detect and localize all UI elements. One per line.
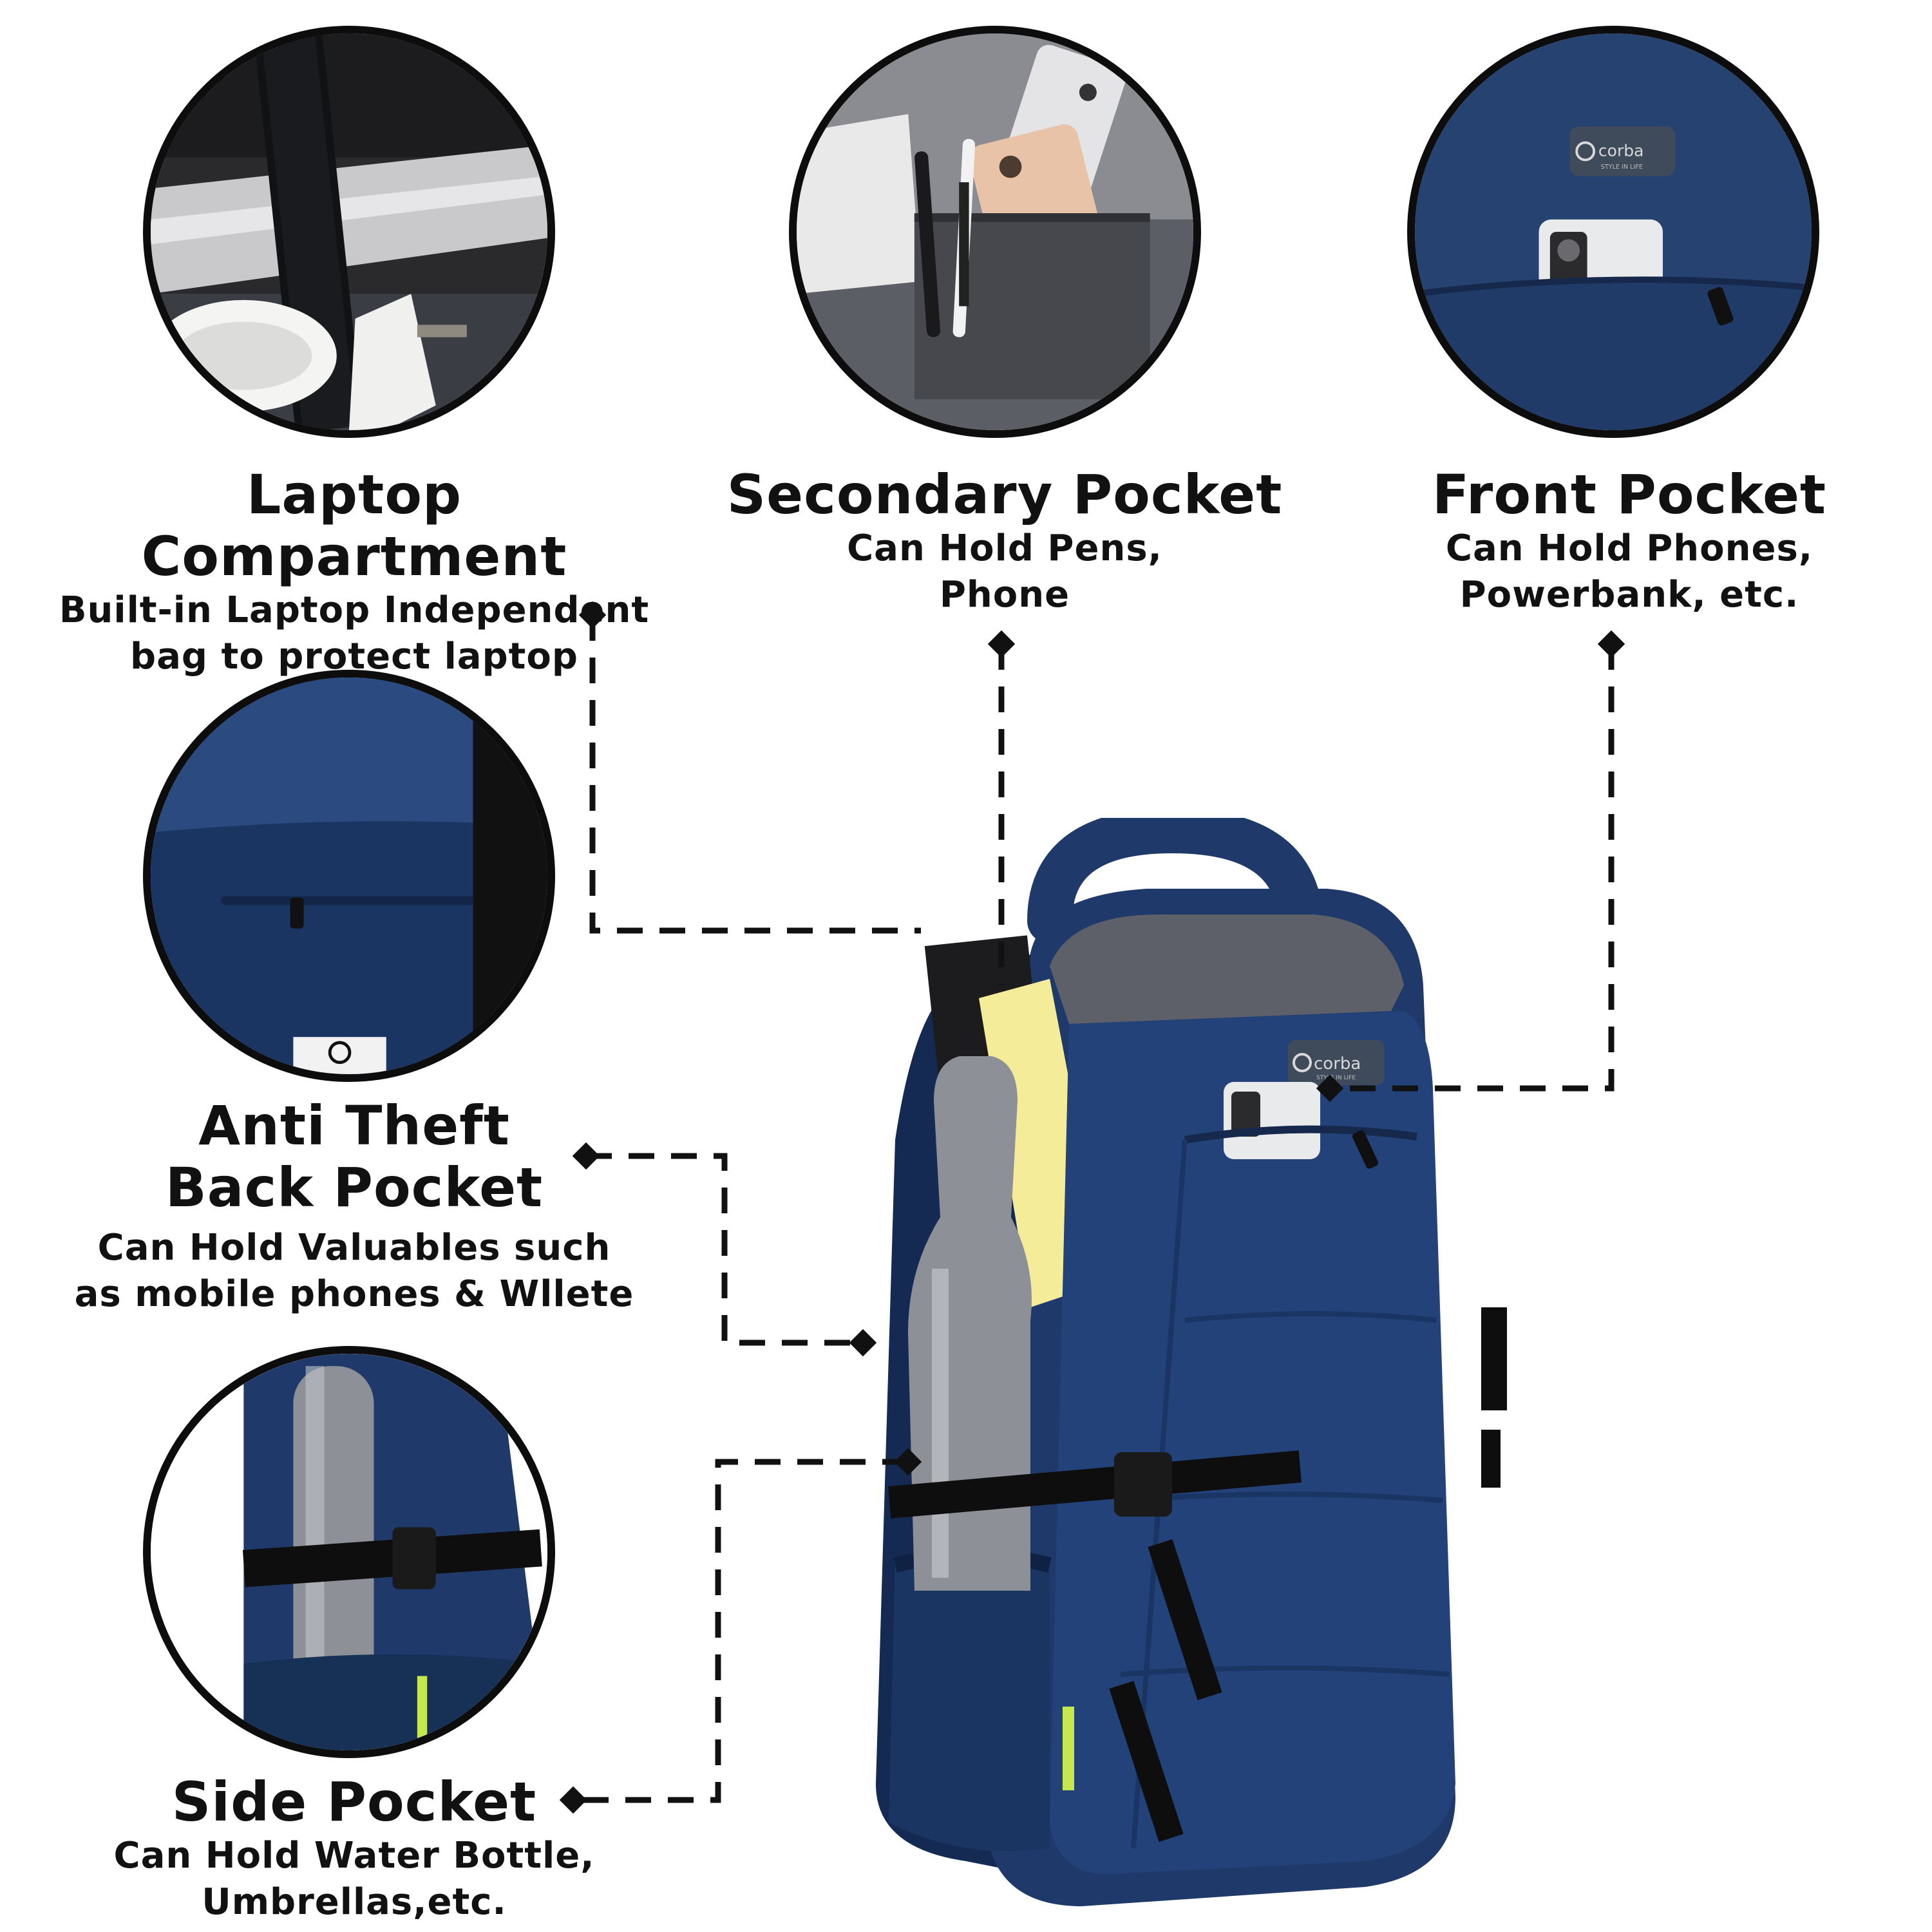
front-pocket-desc-line1: Can Hold Phones, bbox=[1445, 527, 1814, 569]
front-pocket-photo: corba STYLE IN LIFE bbox=[1407, 26, 1819, 438]
anti-theft-feature: Anti Theft Back Pocket Can Hold Valuable… bbox=[52, 1095, 657, 1318]
secondary-pocket-illustration bbox=[797, 33, 1193, 430]
zipper-pull-icon bbox=[1352, 1130, 1379, 1169]
secondary-pocket-feature: Secondary Pocket Can Hold Pens, Phone bbox=[708, 464, 1301, 618]
secondary-pocket-desc-line1: Can Hold Pens, bbox=[847, 527, 1162, 569]
side-pocket-desc-line1: Can Hold Water Bottle, bbox=[113, 1835, 595, 1877]
secondary-pocket-title: Secondary Pocket bbox=[726, 463, 1283, 526]
front-patch-brand: corba bbox=[1314, 1054, 1361, 1074]
laptop-compartment-desc-line1: Built-in Laptop Independent bbox=[59, 589, 650, 631]
side-logo-tag bbox=[1063, 1707, 1074, 1790]
laptop-compartment-illustration bbox=[151, 33, 547, 430]
anti-theft-desc-line2: as mobile phones & Wllete bbox=[74, 1273, 634, 1315]
front-pocket-zipper bbox=[1184, 1125, 1417, 1144]
front-pocket-illustration: corba STYLE IN LIFE bbox=[1415, 33, 1812, 430]
brand-patch bbox=[1569, 126, 1676, 176]
side-pocket-desc-line2: Umbrellas,etc. bbox=[202, 1881, 507, 1923]
open-compartment bbox=[1050, 914, 1404, 1024]
laptop-compartment-photo bbox=[143, 26, 555, 438]
patch-brand-text: corba bbox=[1598, 142, 1644, 160]
laptop-compartment-feature: Laptop Compartment Built-in Laptop Indep… bbox=[26, 464, 683, 680]
compression-strap bbox=[888, 1450, 1302, 1519]
secondary-callout-marker bbox=[987, 630, 1016, 658]
side-pocket-feature: Side Pocket Can Hold Water Bottle, Umbre… bbox=[52, 1771, 657, 1926]
anti-theft-pocket-photo bbox=[143, 670, 555, 1082]
laptop-compartment-title: Laptop Compartment bbox=[141, 463, 567, 588]
secondary-pocket-desc-line2: Phone bbox=[939, 574, 1070, 616]
laptop-compartment-desc-line2: bag to protect laptop bbox=[130, 636, 578, 677]
secondary-pocket-photo bbox=[789, 26, 1201, 438]
patch-tagline-text: STYLE IN LIFE bbox=[1601, 164, 1643, 171]
anti-theft-pocket-illustration bbox=[151, 677, 547, 1074]
front-panel bbox=[1050, 1011, 1455, 1874]
side-pocket-title: Side Pocket bbox=[171, 1770, 537, 1833]
buckle-icon bbox=[1114, 1452, 1172, 1517]
brand-logo-icon bbox=[1293, 1053, 1312, 1072]
front-callout-marker bbox=[1597, 630, 1625, 658]
side-pocket bbox=[889, 1549, 1050, 1852]
top-handle bbox=[1027, 818, 1323, 950]
backpack-illustration: corba STYLE IN LIFE bbox=[876, 818, 1507, 1906]
front-pocket-desc-line2: Powerbank, etc. bbox=[1459, 574, 1799, 616]
front-pocket-title: Front Pocket bbox=[1432, 463, 1827, 526]
front-pocket-feature: Front Pocket Can Hold Phones, Powerbank,… bbox=[1352, 464, 1906, 618]
anti-theft-title-line2: Back Pocket bbox=[165, 1156, 544, 1219]
anti-theft-title-line1: Anti Theft bbox=[198, 1094, 510, 1157]
front-patch-tagline: STYLE IN LIFE bbox=[1316, 1075, 1356, 1081]
side-pocket-photo bbox=[143, 1346, 555, 1758]
side-pocket-illustration bbox=[151, 1354, 547, 1750]
anti-theft-desc-line1: Can Hold Valuables such bbox=[97, 1227, 611, 1269]
